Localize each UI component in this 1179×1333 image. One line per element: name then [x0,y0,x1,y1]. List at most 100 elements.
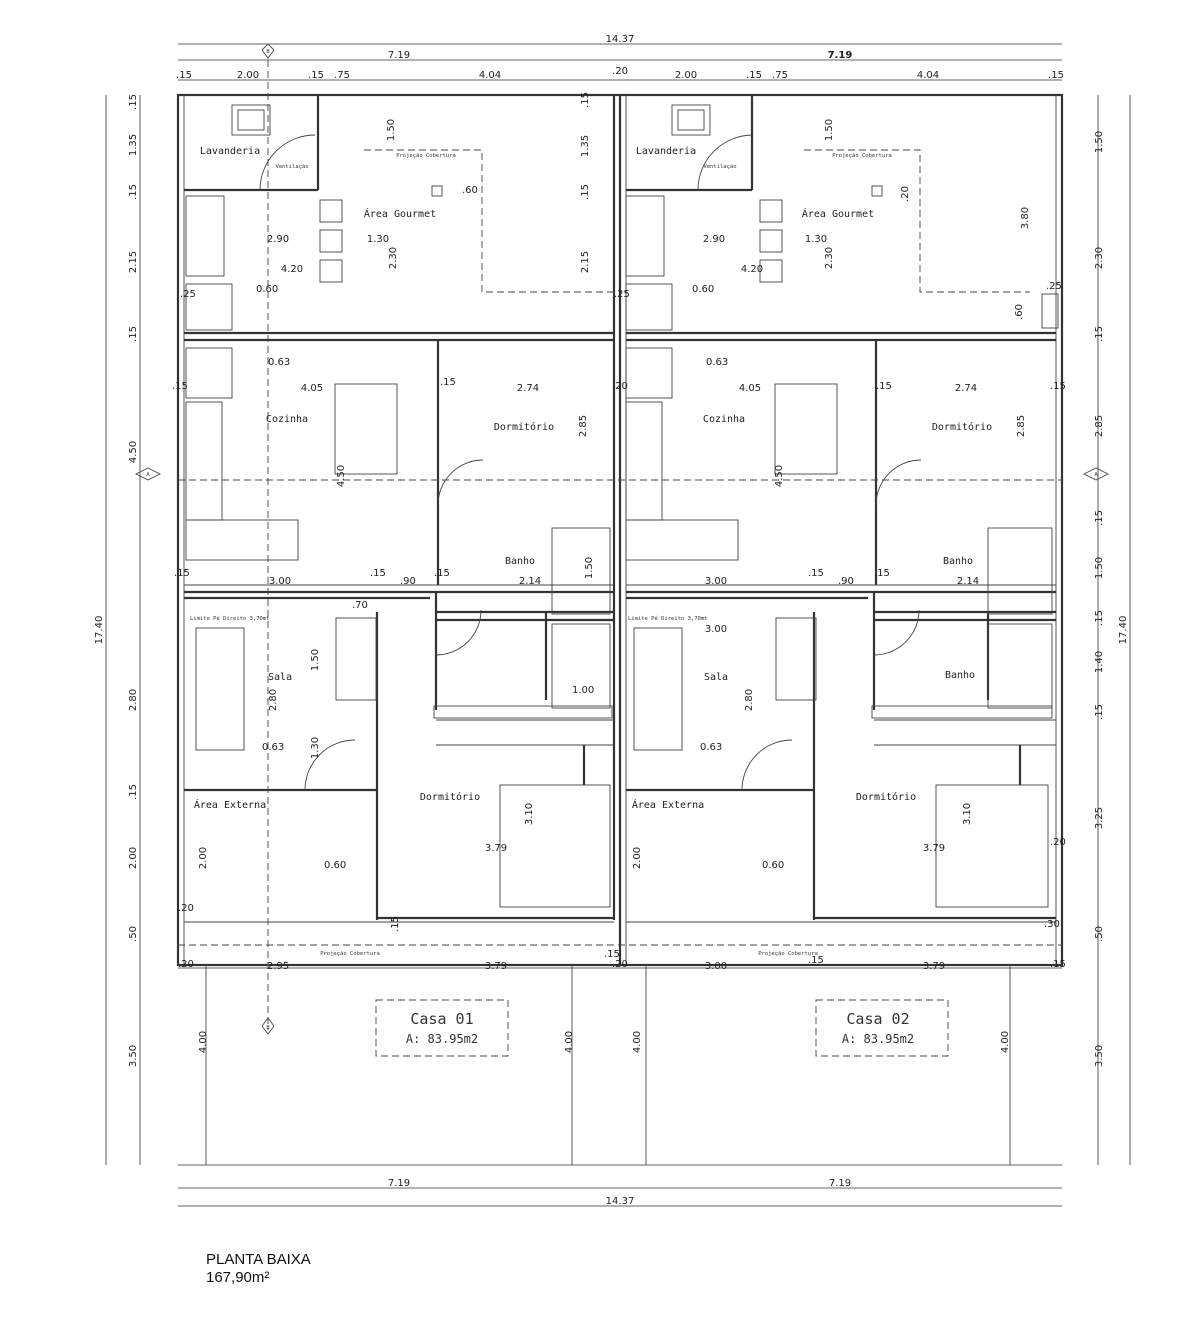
top-dim-h2-5: .15 [1048,70,1064,81]
h1-gourmet-w: 2.90 [267,234,289,245]
left-dim-2: .15 [128,184,139,200]
h1-gourmet-v: 1.50 [386,119,397,141]
level-h2-gourmet: 0.60 [692,284,714,295]
half-width-top-2: 7.19 [828,50,853,61]
h1-dorm-h: 2.85 [578,415,589,437]
right-dim-2: 2.30 [1094,247,1105,269]
h2-garage-h2: 4.00 [1000,1031,1011,1053]
section-b-bottom-letter: B [266,1025,270,1031]
level-markers: 0.60 0.60 0.63 0.63 0.63 0.63 0.60 0.60 [256,284,784,871]
h1-wall-15g: .15 [434,568,450,579]
h1-lav-h: 1.35 [580,135,591,157]
h2-sala-w: 3.00 [705,576,727,587]
h2-gourmet-h: 2.30 [824,247,835,269]
right-dim-9: .15 [1094,704,1105,720]
casa-02-box: Casa 02 A: 83.95m2 [815,999,949,1057]
house2-room-labels: Lavanderia Ventilação Projeção Cobertura… [628,146,992,957]
casa-01-name: Casa 01 [410,1010,473,1028]
h1-corridor: .90 [400,576,416,587]
plan-total-area: 167,90m² [206,1269,269,1286]
h1-kitchen-h: 4.50 [336,465,347,487]
h2-wall-30: .30 [1044,919,1060,930]
level-h2-kitchen: 0.63 [706,357,728,368]
h1-dorm-w: 2.74 [517,383,539,394]
h2-banho-label: Banho [943,556,973,567]
level-h1-kitchen: 0.63 [268,357,290,368]
h2-ext-h: 2.00 [632,847,643,869]
left-dim-8: 2.00 [128,847,139,869]
outer-walls [176,93,1064,967]
h1-wall-15c: .15 [172,381,188,392]
h2-wall-15c: .15 [808,568,824,579]
h2-gourmet-label: Área Gourmet [802,207,874,220]
h2-dorm-h: 2.85 [1016,415,1027,437]
h1-wall-25b: .25 [614,289,630,300]
casa-02-area: A: 83.95m2 [842,1032,914,1046]
h1-dormitorio-label: Dormitório [494,421,554,433]
h2-banho-w: 2.14 [957,576,979,587]
level-h2-sala: 0.63 [700,742,722,753]
h1-wall-15h: .15 [390,916,401,932]
casa-01-box: Casa 01 A: 83.95m2 [375,999,509,1057]
right-dim-5: .15 [1094,510,1105,526]
h1-projecao-label: Projeção Cobertura [396,153,456,159]
h2-dorm2-h: 3.10 [962,803,973,825]
left-dim-7: .15 [128,784,139,800]
section-a-left-letter: A [146,472,150,478]
right-dim-3: .15 [1094,326,1105,342]
h1-wall-25: .25 [180,289,196,300]
h1-wall-20b: .20 [178,959,194,970]
h2-gourmet-w3: 4.20 [741,264,763,275]
plan-title: PLANTA BAIXA [206,1251,311,1268]
h1-sala-h: 2.80 [268,689,279,711]
h2-gourmet-v: 1.50 [824,119,835,141]
h2-gourmet-w2: 1.30 [805,234,827,245]
h2-front-w2: 3.79 [923,961,945,972]
h2-wall-60: .60 [1014,304,1025,320]
level-h2-ext: 0.60 [762,860,784,871]
dimension-lines [105,43,1131,1207]
overall-height-right: 17.40 [1118,616,1129,645]
left-dim-9: .50 [128,926,139,942]
right-dimensions: 1.50 3.80 2.30 .15 2.85 .15 1.50 .15 1.4… [1020,131,1105,1067]
h1-wall-15b: .15 [580,184,591,200]
fixtures [185,104,1059,908]
h1-cozinha-label: Cozinha [266,414,308,425]
h2-wall-15e: .15 [808,955,824,966]
h1-wall-gap: .70 [352,600,368,611]
h2-ext-label: Área Externa [632,798,704,811]
left-dim-5: 4.50 [128,441,139,463]
h1-sala-label: Sala [268,672,292,683]
h2-dormitorio2-label: Dormitório [856,791,916,803]
h2-ventilacao-label: Ventilação [703,164,736,170]
h1-wall-15i: .15 [604,949,620,960]
h2-kitchen-h: 4.50 [774,465,785,487]
h2-projecao2-label: Projeção Cobertura [758,951,818,957]
h1-lavanderia-label: Lavanderia [200,146,260,157]
h1-garage-h1: 4.00 [198,1031,209,1053]
h2-gourmet-small2: .20 [900,186,911,202]
left-dim-10: 3.50 [128,1045,139,1067]
overall-height-left: 17.40 [94,616,105,645]
h1-kitchen-w: 4.05 [301,383,323,394]
h2-kitchen-w: 4.05 [739,383,761,394]
top-segment-dimensions: .15 2.00 .15 .75 4.04 .20 2.00 .15 .75 4… [176,66,1064,81]
right-dim-4: 2.85 [1094,415,1105,437]
section-b-top: B [261,43,275,59]
h2-wall-25: .25 [1046,281,1062,292]
h1-banho2-w: 1.00 [572,685,594,696]
h2-cozinha-label: Cozinha [703,414,745,425]
h2-sala-w2: 3.00 [705,624,727,635]
h2-gourmet-w: 2.90 [703,234,725,245]
h2-wall-20c: .20 [612,959,628,970]
right-dim-8: 1.40 [1094,651,1105,673]
top-dim-h2-3: .75 [772,70,788,81]
house1-room-labels: Lavanderia Ventilação Projeção Cobertura… [190,146,554,957]
h1-projecao2-label: Projeção Cobertura [320,951,380,957]
h1-banho-label: Banho [505,556,535,567]
section-a-right: A [1082,467,1110,481]
h2-banho2-label: Banho [945,670,975,681]
casa-02-name: Casa 02 [846,1010,909,1028]
left-dim-6: 2.80 [128,689,139,711]
right-dim-12: 3.50 [1094,1045,1105,1067]
